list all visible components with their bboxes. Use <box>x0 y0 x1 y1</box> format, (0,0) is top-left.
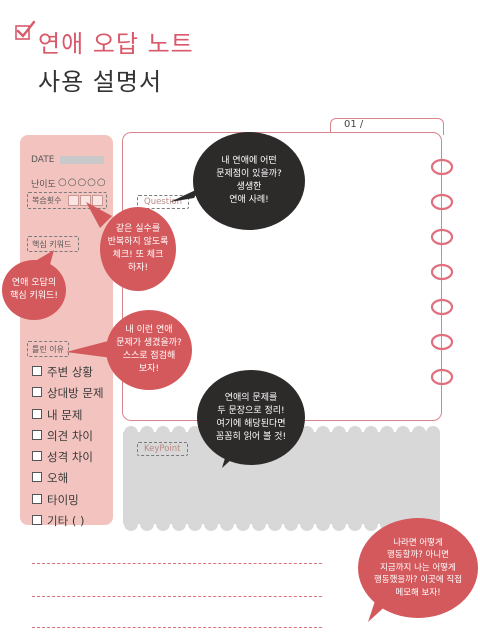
list-item[interactable]: 의견 차이 <box>32 426 104 447</box>
title-line-1: 연애 오답 노트 <box>38 30 194 58</box>
bubble-tail <box>86 202 112 228</box>
checkbox[interactable] <box>32 366 42 376</box>
list-item[interactable]: 상대방 문제 <box>32 383 104 404</box>
date-field[interactable] <box>60 156 104 164</box>
title-line-2: 사용 설명서 <box>38 68 163 96</box>
memo-line <box>32 627 322 628</box>
difficulty-rating[interactable]: ○○○○○ <box>58 177 107 188</box>
keyword-label: 핵심 키워드 <box>32 240 72 249</box>
checkbox[interactable] <box>32 515 42 526</box>
page-number: 01 / <box>344 119 364 130</box>
page-tab <box>330 118 444 135</box>
review-label: 복습횟수 <box>32 196 62 205</box>
keypoint-bubble: 연애의 문제를 두 문장으로 정리! 여기에 해당된다면 꼼꼼히 읽어 볼 것! <box>197 370 305 465</box>
reason-bubble: 내 이런 연애 문제가 생겼을까? 스스로 점검해 보자! <box>106 310 192 390</box>
checkbox[interactable] <box>32 493 42 504</box>
list-item[interactable]: 주변 상황 <box>32 362 104 383</box>
reason-box <box>27 341 69 357</box>
checkbox-check-icon <box>15 20 36 40</box>
reason-checklist: 주변 상황 상대방 문제 내 문제 의견 차이 성격 차이 오해 타이밍 기타 … <box>32 362 104 532</box>
bubble-tail <box>170 188 200 202</box>
keyword-bubble: 연애 오답의 핵심 키워드! <box>2 260 66 320</box>
date-label: DATE <box>31 155 55 165</box>
list-item[interactable]: 내 문제 <box>32 405 104 426</box>
memo-line <box>32 596 322 597</box>
bubble-tail <box>66 340 112 358</box>
review-checkbox-2[interactable] <box>80 195 91 206</box>
list-item[interactable]: 기타 ( ) <box>32 511 104 532</box>
reason-label: 틀린 이유 <box>32 345 64 354</box>
review-bubble: 같은 실수를 반복하지 않도록 체크! 또 체크 하자! <box>100 207 176 291</box>
checkbox[interactable] <box>32 387 42 398</box>
list-item[interactable]: 성격 차이 <box>32 447 104 468</box>
difficulty-label: 난이도 <box>31 180 56 190</box>
review-count-box <box>27 192 107 209</box>
memo-line <box>32 563 322 564</box>
checkbox[interactable] <box>32 429 42 440</box>
spiral-ring-icon <box>430 158 454 386</box>
checkbox[interactable] <box>32 472 42 483</box>
checkbox[interactable] <box>32 408 42 419</box>
checkbox[interactable] <box>32 451 42 462</box>
memo-bubble: 나라면 어떻게 행동할까? 아니면 지금까지 나는 어떻게 행동했을까? 이곳에… <box>358 518 478 618</box>
list-item[interactable]: 타이밍 <box>32 490 104 511</box>
question-bubble: 내 연애에 어떤 문제점이 있을까? 생생한 연애 사례! <box>193 132 305 230</box>
review-checkbox-1[interactable] <box>68 195 79 206</box>
keypoint-label: KeyPoint <box>137 442 188 456</box>
review-checkbox-3[interactable] <box>92 195 103 206</box>
list-item[interactable]: 오해 <box>32 468 104 489</box>
question-label: Question <box>137 195 190 209</box>
